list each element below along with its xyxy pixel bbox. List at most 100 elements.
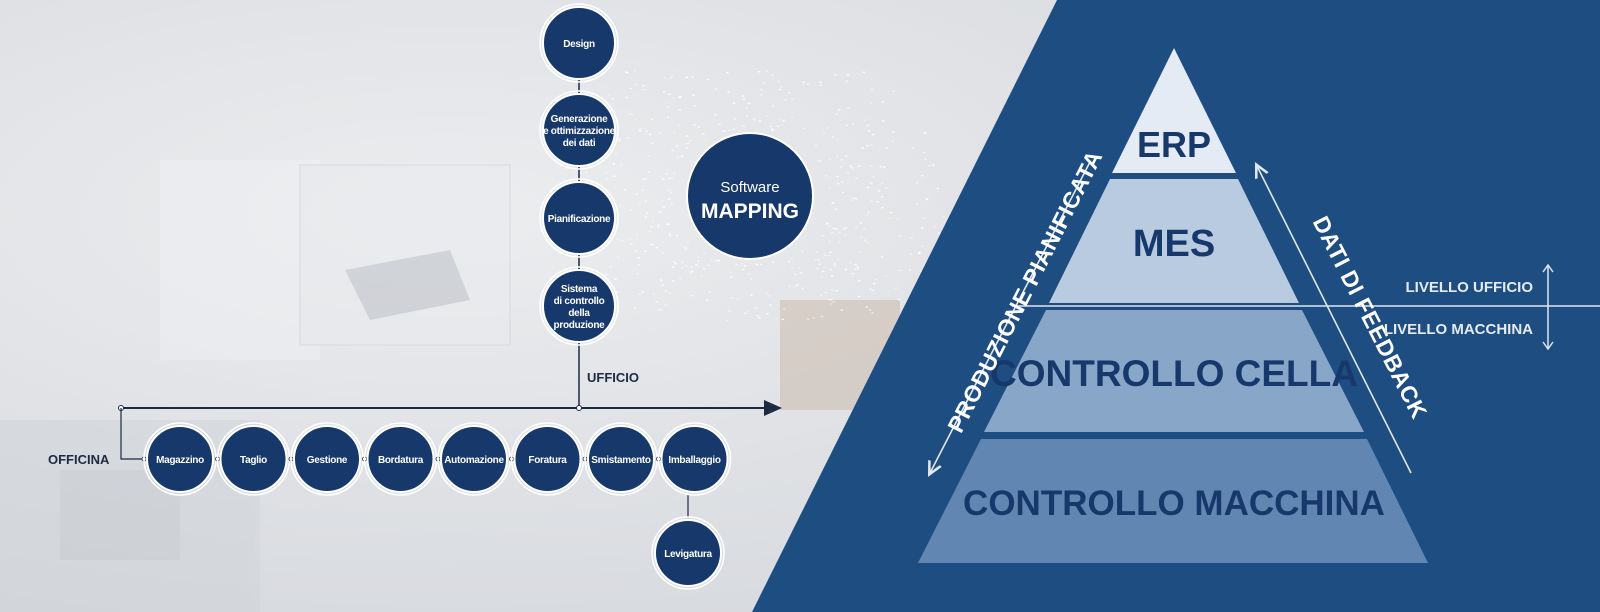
code-dot <box>659 309 663 311</box>
code-dot <box>659 132 662 134</box>
code-dot <box>681 261 684 263</box>
code-dot <box>669 235 672 237</box>
code-dot <box>869 288 872 290</box>
pyramid-controllo-cella <box>984 310 1364 432</box>
code-dot <box>885 187 888 189</box>
code-dot <box>881 207 884 209</box>
code-dot <box>872 176 875 178</box>
code-dot <box>851 123 855 125</box>
code-dot <box>692 94 695 96</box>
code-dot <box>828 255 831 257</box>
code-dot <box>629 209 632 211</box>
code-dot <box>840 309 843 311</box>
code-dot <box>672 131 676 134</box>
code-dot <box>628 113 631 116</box>
code-dot <box>856 266 859 269</box>
code-dot <box>831 232 834 234</box>
code-dot <box>611 98 614 100</box>
code-dot <box>771 129 774 131</box>
code-dot <box>680 155 684 158</box>
code-dot <box>869 102 873 104</box>
code-dot <box>672 97 676 99</box>
code-dot <box>918 251 921 254</box>
code-dot <box>661 284 664 286</box>
code-dot <box>802 81 805 83</box>
code-dot <box>686 142 690 144</box>
code-dot <box>834 74 837 76</box>
code-dot <box>644 200 648 202</box>
shop-step-3-label: Gestione <box>307 455 348 466</box>
code-dot <box>830 275 834 277</box>
code-dot <box>794 285 797 288</box>
code-dot <box>663 77 666 79</box>
code-dot <box>765 114 768 117</box>
code-dot <box>798 267 801 269</box>
ufficio-label: UFFICIO <box>587 370 639 385</box>
code-dot <box>742 125 745 127</box>
level-double-arrow <box>1542 263 1554 351</box>
code-dot <box>635 193 638 195</box>
code-dot <box>641 189 644 191</box>
code-dot <box>705 139 708 142</box>
code-dot <box>888 217 891 220</box>
code-dot <box>899 235 902 237</box>
code-dot <box>802 84 805 86</box>
code-dot <box>617 256 620 259</box>
code-dot <box>778 88 782 91</box>
code-dot <box>920 245 924 248</box>
shop-step-8: Imballaggio <box>657 422 732 496</box>
code-dot <box>835 113 838 115</box>
code-dot <box>667 223 670 225</box>
code-dot <box>839 166 843 168</box>
code-dot <box>855 197 858 200</box>
code-dot <box>614 278 617 280</box>
code-dot <box>714 88 717 90</box>
shop-bracket <box>120 408 145 460</box>
code-dot <box>648 230 651 233</box>
code-dot <box>868 309 872 311</box>
code-dot <box>790 267 794 270</box>
code-dot <box>837 258 840 260</box>
code-dot <box>637 257 641 259</box>
code-dot <box>649 243 653 246</box>
code-dot <box>838 241 841 243</box>
shop-step-1-label: Magazzino <box>156 455 204 466</box>
code-dot <box>828 225 831 227</box>
code-dot <box>898 299 901 301</box>
code-dot <box>858 165 861 167</box>
office-step-1: Design <box>539 3 619 83</box>
code-dot <box>844 234 847 237</box>
code-dot <box>649 133 652 136</box>
code-dot <box>742 268 745 271</box>
code-dot <box>695 264 698 266</box>
code-dot <box>867 211 870 214</box>
code-dot <box>865 306 868 308</box>
code-dot <box>821 234 824 237</box>
code-dot <box>819 294 823 297</box>
code-dot <box>670 191 673 194</box>
code-dot <box>667 177 671 180</box>
code-dot <box>891 140 894 143</box>
code-dot <box>871 134 875 136</box>
code-dot <box>759 263 763 266</box>
code-dot <box>691 76 694 78</box>
code-dot <box>784 99 787 101</box>
code-dot <box>845 155 848 157</box>
code-dot <box>838 119 842 121</box>
code-dot <box>847 107 850 109</box>
code-dot <box>851 199 854 202</box>
code-dot <box>747 102 751 105</box>
code-dot <box>703 268 706 270</box>
code-dot <box>747 273 751 275</box>
code-dot <box>765 292 768 294</box>
code-dot <box>758 317 761 319</box>
code-dot <box>645 212 649 214</box>
code-dot <box>679 95 682 98</box>
planned-production-arrow <box>930 161 1091 473</box>
code-dot <box>921 175 924 177</box>
code-dot <box>742 98 746 100</box>
code-dot <box>700 275 703 277</box>
